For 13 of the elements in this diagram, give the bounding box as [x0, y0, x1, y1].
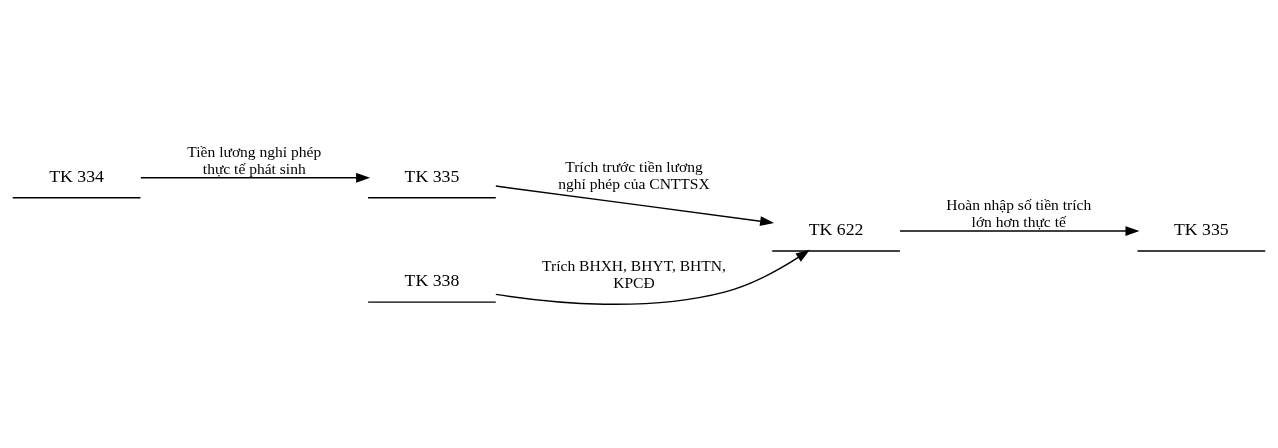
arrow: [899, 225, 1140, 236]
node-text: TK 335: [404, 165, 460, 186]
arrow: [140, 172, 371, 183]
edge-label: Trích trước tiền lương nghỉ phép của CNTTSX: [558, 157, 710, 192]
edge-label: Trích BHXH, BHYT, BHTN, KPCĐ: [542, 256, 726, 291]
arrow: [495, 249, 810, 305]
edge-label: Tiền lương nghỉ phép thực tế phát sinh: [187, 142, 322, 177]
node-text: TK 622: [808, 218, 864, 239]
edge-label: Hoàn nhập số tiền trích lớn hơn thực tế: [946, 195, 1092, 230]
node-text: TK 338: [404, 269, 460, 290]
arrow: [495, 184, 775, 226]
node-text: TK 334: [49, 165, 104, 186]
node-text: TK 335: [1174, 218, 1229, 239]
